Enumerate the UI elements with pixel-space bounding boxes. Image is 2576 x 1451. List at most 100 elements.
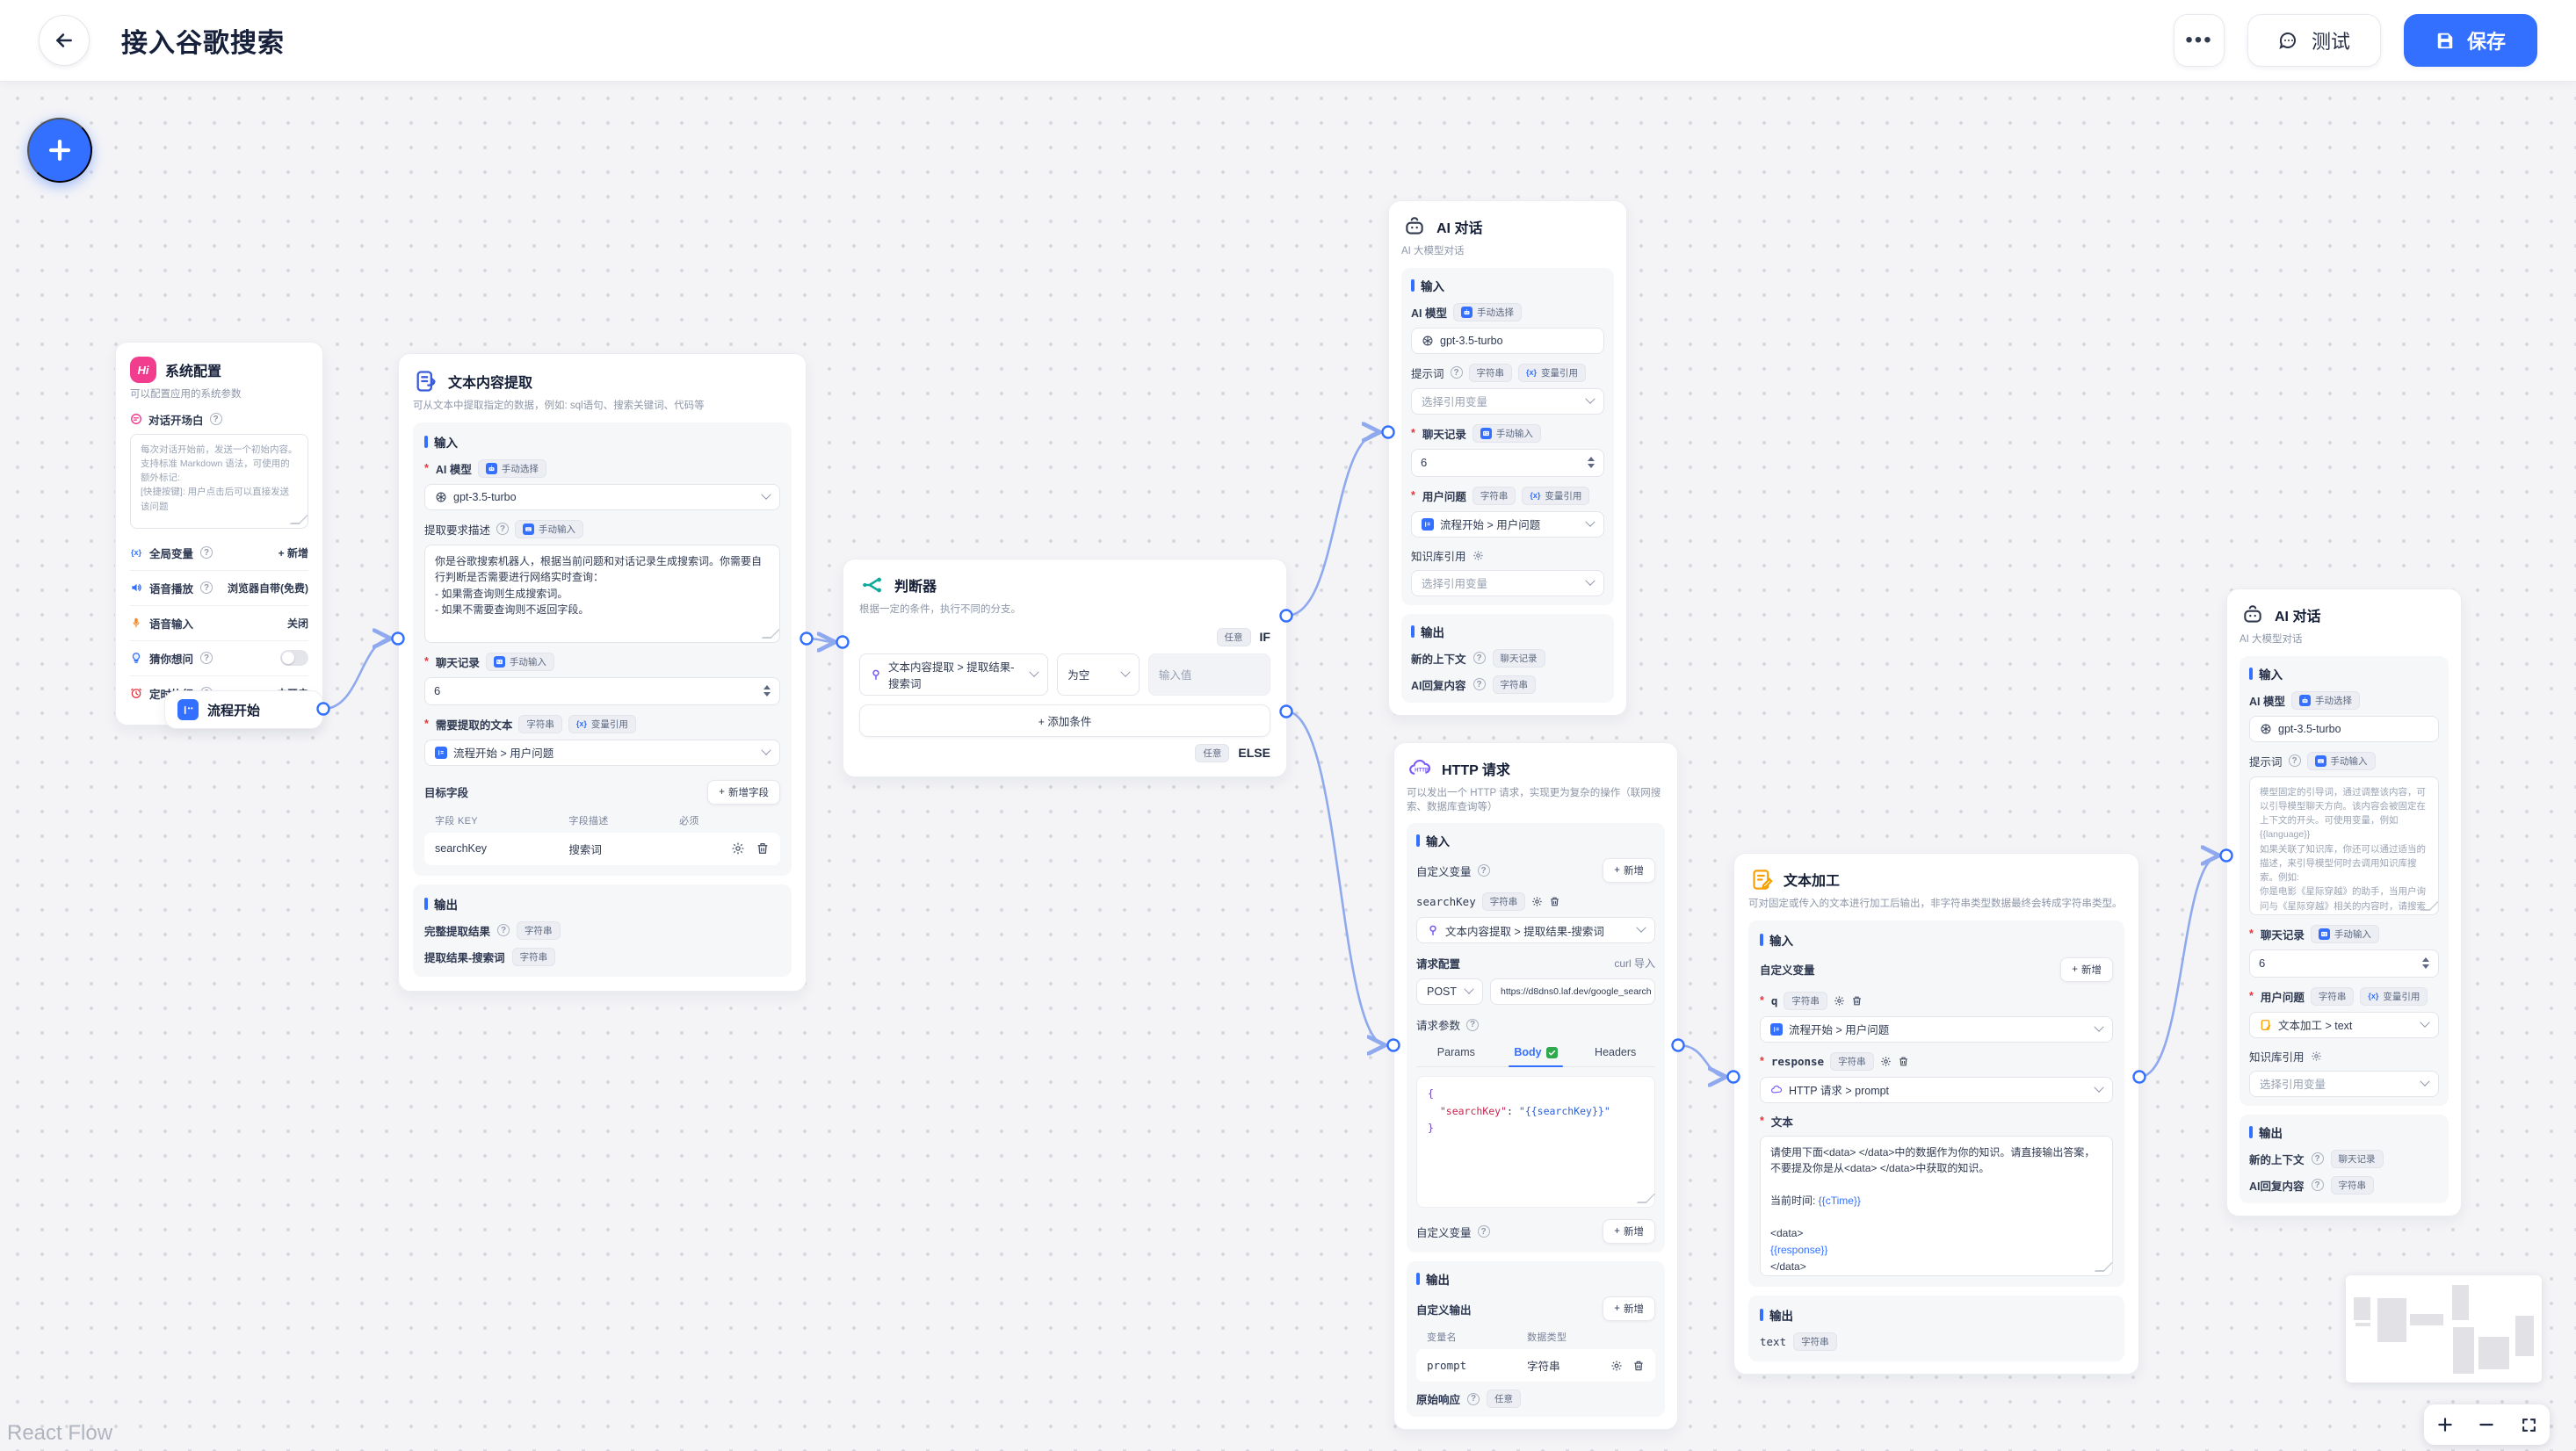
user-question-select[interactable]: 文本加工 > text (2249, 1011, 2439, 1038)
save-button-label: 保存 (2466, 31, 2506, 53)
gear-icon[interactable] (731, 841, 745, 855)
kb-ref-select[interactable]: 选择引用变量 (1411, 569, 1604, 596)
number-spinner[interactable] (2422, 957, 2429, 970)
gear-icon[interactable] (1473, 550, 1484, 561)
input-section-header: 输入 (1760, 931, 2113, 949)
gear-icon[interactable] (1880, 1056, 1892, 1067)
node-ai-chat-2[interactable]: AI 对话 AI 大模型对话 输入 AI 模型 手动选择 gpt-3.5-tur… (2226, 588, 2462, 1216)
add-var-button[interactable]: + 新增 (1603, 1219, 1655, 1245)
braces-x-icon: {x} (2368, 992, 2379, 1001)
model-select[interactable]: gpt-3.5-turbo (2249, 715, 2439, 742)
trash-icon[interactable] (1632, 1360, 1645, 1372)
prompt-select[interactable]: 选择引用变量 (1411, 387, 1604, 415)
gear-icon[interactable] (1610, 1360, 1623, 1372)
add-condition-button[interactable]: + 添加条件 (859, 704, 1270, 737)
ai2-output-section: 输出 新的上下文 聊天记录 AI回复内容 字符串 (2240, 1114, 2449, 1203)
custom-var-label: 自定义变量 (1416, 1226, 1472, 1239)
source-text-select[interactable]: 流程开始 > 用户问题 (424, 739, 780, 766)
output-section-header: 输出 (1760, 1306, 2113, 1324)
save-icon (2437, 32, 2453, 49)
prompt-textarea[interactable]: 模型固定的引导词，通过调整该内容，可以引导模型聊天方向。该内容会被固定在上下文的… (2249, 776, 2439, 915)
text-process-ref-icon (2261, 1019, 2271, 1030)
save-button[interactable]: 保存 (2404, 14, 2537, 67)
url-input[interactable]: https://d8dns0.laf.dev/google_search (1490, 978, 1655, 1006)
node-ai-chat-1[interactable]: AI 对话 AI 大模型对话 输入 AI 模型 手动选择 gpt-3.5-tur… (1388, 200, 1627, 716)
check-icon (1545, 1046, 1558, 1058)
var-name: searchKey (1416, 895, 1476, 909)
flow-canvas[interactable] (0, 81, 2576, 1451)
zoom-in-button[interactable] (2430, 1407, 2460, 1442)
request-params-tabs: Params Body Headers (1416, 1040, 1655, 1068)
text-extract-icon (413, 368, 439, 394)
opening-label: 对话开场白 (148, 414, 204, 427)
minimap[interactable] (2346, 1275, 2542, 1382)
condition-operator-select[interactable]: 为空 (1057, 653, 1140, 696)
history-label: 聊天记录 (435, 656, 480, 669)
trash-icon[interactable] (1549, 896, 1560, 907)
trash-icon[interactable] (1898, 1056, 1909, 1067)
number-spinner[interactable] (763, 685, 771, 697)
help-icon (1466, 1018, 1480, 1031)
any-badge[interactable]: 任意 (1195, 743, 1230, 762)
back-button[interactable] (39, 15, 90, 66)
add-node-button[interactable] (27, 118, 92, 183)
history-count-input[interactable]: 6 (2249, 949, 2439, 978)
var-value-select[interactable]: 文本内容提取 > 提取结果-搜索词 (1416, 917, 1655, 944)
fit-view-button[interactable] (2514, 1407, 2543, 1442)
kb-ref-select[interactable]: 选择引用变量 (2249, 1070, 2439, 1097)
gear-icon[interactable] (1834, 995, 1845, 1007)
condition-field-select[interactable]: 文本内容提取 > 提取结果-搜索词 (859, 653, 1049, 696)
ai-model-label: AI 模型 (435, 463, 472, 476)
text-template-textarea[interactable]: 请使用下面<data> </data>中的数据作为你的知识。请直接输出答案，不要… (1760, 1135, 2113, 1276)
manual-input-badge: 手动输入 (2306, 751, 2376, 770)
more-button[interactable]: ••• (2174, 14, 2225, 67)
trash-icon[interactable] (756, 841, 770, 855)
node-condition[interactable]: 判断器 根据一定的条件，执行不同的分支。 任意 IF 文本内容提取 > 提取结果… (843, 559, 1287, 777)
clock-icon (131, 688, 141, 698)
add-var-button[interactable]: + 新增 (2060, 957, 2113, 982)
flow-start-icon (177, 699, 199, 720)
gear-icon[interactable] (2311, 1050, 2322, 1062)
add-field-button[interactable]: + 新增字段 (707, 779, 780, 805)
zoom-out-button[interactable] (2471, 1407, 2501, 1442)
add-global-var-button[interactable]: + 新增 (278, 546, 308, 559)
test-button[interactable]: 测试 (2247, 14, 2381, 67)
tab-params[interactable]: Params (1436, 1046, 1475, 1059)
var-response-value: HTTP 请求 > prompt (1789, 1085, 1890, 1098)
node-flow-start[interactable]: 流程开始 (164, 690, 323, 729)
gear-icon[interactable] (1531, 896, 1543, 907)
any-badge[interactable]: 任意 (1216, 627, 1251, 646)
string-type-badge: 字符串 (1784, 991, 1827, 1010)
model-value: gpt-3.5-turbo (2278, 722, 2341, 735)
node-text-process[interactable]: 文本加工 可对固定或传入的文本进行加工后输出，非字符串类型数据最终会转成字符串类… (1733, 853, 2139, 1375)
history-count-input[interactable]: 6 (1411, 448, 1604, 477)
chat-history-type-badge: 聊天记录 (2330, 1149, 2384, 1168)
add-output-button[interactable]: + 新增 (1603, 1296, 1655, 1322)
curl-import-button[interactable]: curl 导入 (1614, 957, 1655, 971)
opening-textarea[interactable]: 每次对话开始前，发送一个初始内容。支持标准 Markdown 语法，可使用的额外… (130, 433, 308, 529)
tab-headers[interactable]: Headers (1595, 1046, 1637, 1059)
history-count-input[interactable]: 6 (424, 676, 780, 705)
condition-value-input[interactable]: 输入值 (1147, 653, 1270, 696)
add-var-button[interactable]: + 新增 (1603, 858, 1655, 884)
desc-textarea[interactable]: 你是谷歌搜索机器人，根据当前问题和对话记录生成搜索词。你需要自行判断是否需要进行… (424, 544, 780, 643)
input-section-header: 输入 (1411, 277, 1604, 294)
tab-body[interactable]: Body (1496, 1040, 1576, 1068)
model-select[interactable]: gpt-3.5-turbo (424, 483, 780, 510)
var-response-select[interactable]: HTTP 请求 > prompt (1760, 1076, 2113, 1103)
node-text-extract[interactable]: 文本内容提取 可从文本中提取指定的数据，例如: sql语句、搜索关键词、代码等 … (398, 353, 807, 992)
suggestions-toggle[interactable] (280, 650, 308, 667)
model-select[interactable]: gpt-3.5-turbo (1411, 327, 1604, 354)
tts-value[interactable]: 浏览器自带(免费) (228, 581, 308, 595)
number-spinner[interactable] (1588, 457, 1595, 469)
method-select[interactable]: POST (1416, 978, 1483, 1006)
user-question-select[interactable]: 流程开始 > 用户问题 (1411, 510, 1604, 538)
number-input-icon (1480, 427, 1492, 439)
node-http-request[interactable]: HTTP HTTP 请求 可以发出一个 HTTP 请求，实现更为复杂的操作（联网… (1393, 742, 1678, 1431)
trash-icon[interactable] (1851, 995, 1863, 1007)
voice-input-value[interactable]: 关闭 (286, 617, 308, 630)
node-system-config[interactable]: Hi 系统配置 可以配置应用的系统参数 对话开场白 每次对话开始前，发送一个初始… (115, 342, 323, 726)
var-q-select[interactable]: 流程开始 > 用户问题 (1760, 1015, 2113, 1043)
body-code-editor[interactable]: { "searchKey": "{{searchKey}}" } (1416, 1076, 1655, 1209)
node-title: 系统配置 (165, 365, 222, 379)
